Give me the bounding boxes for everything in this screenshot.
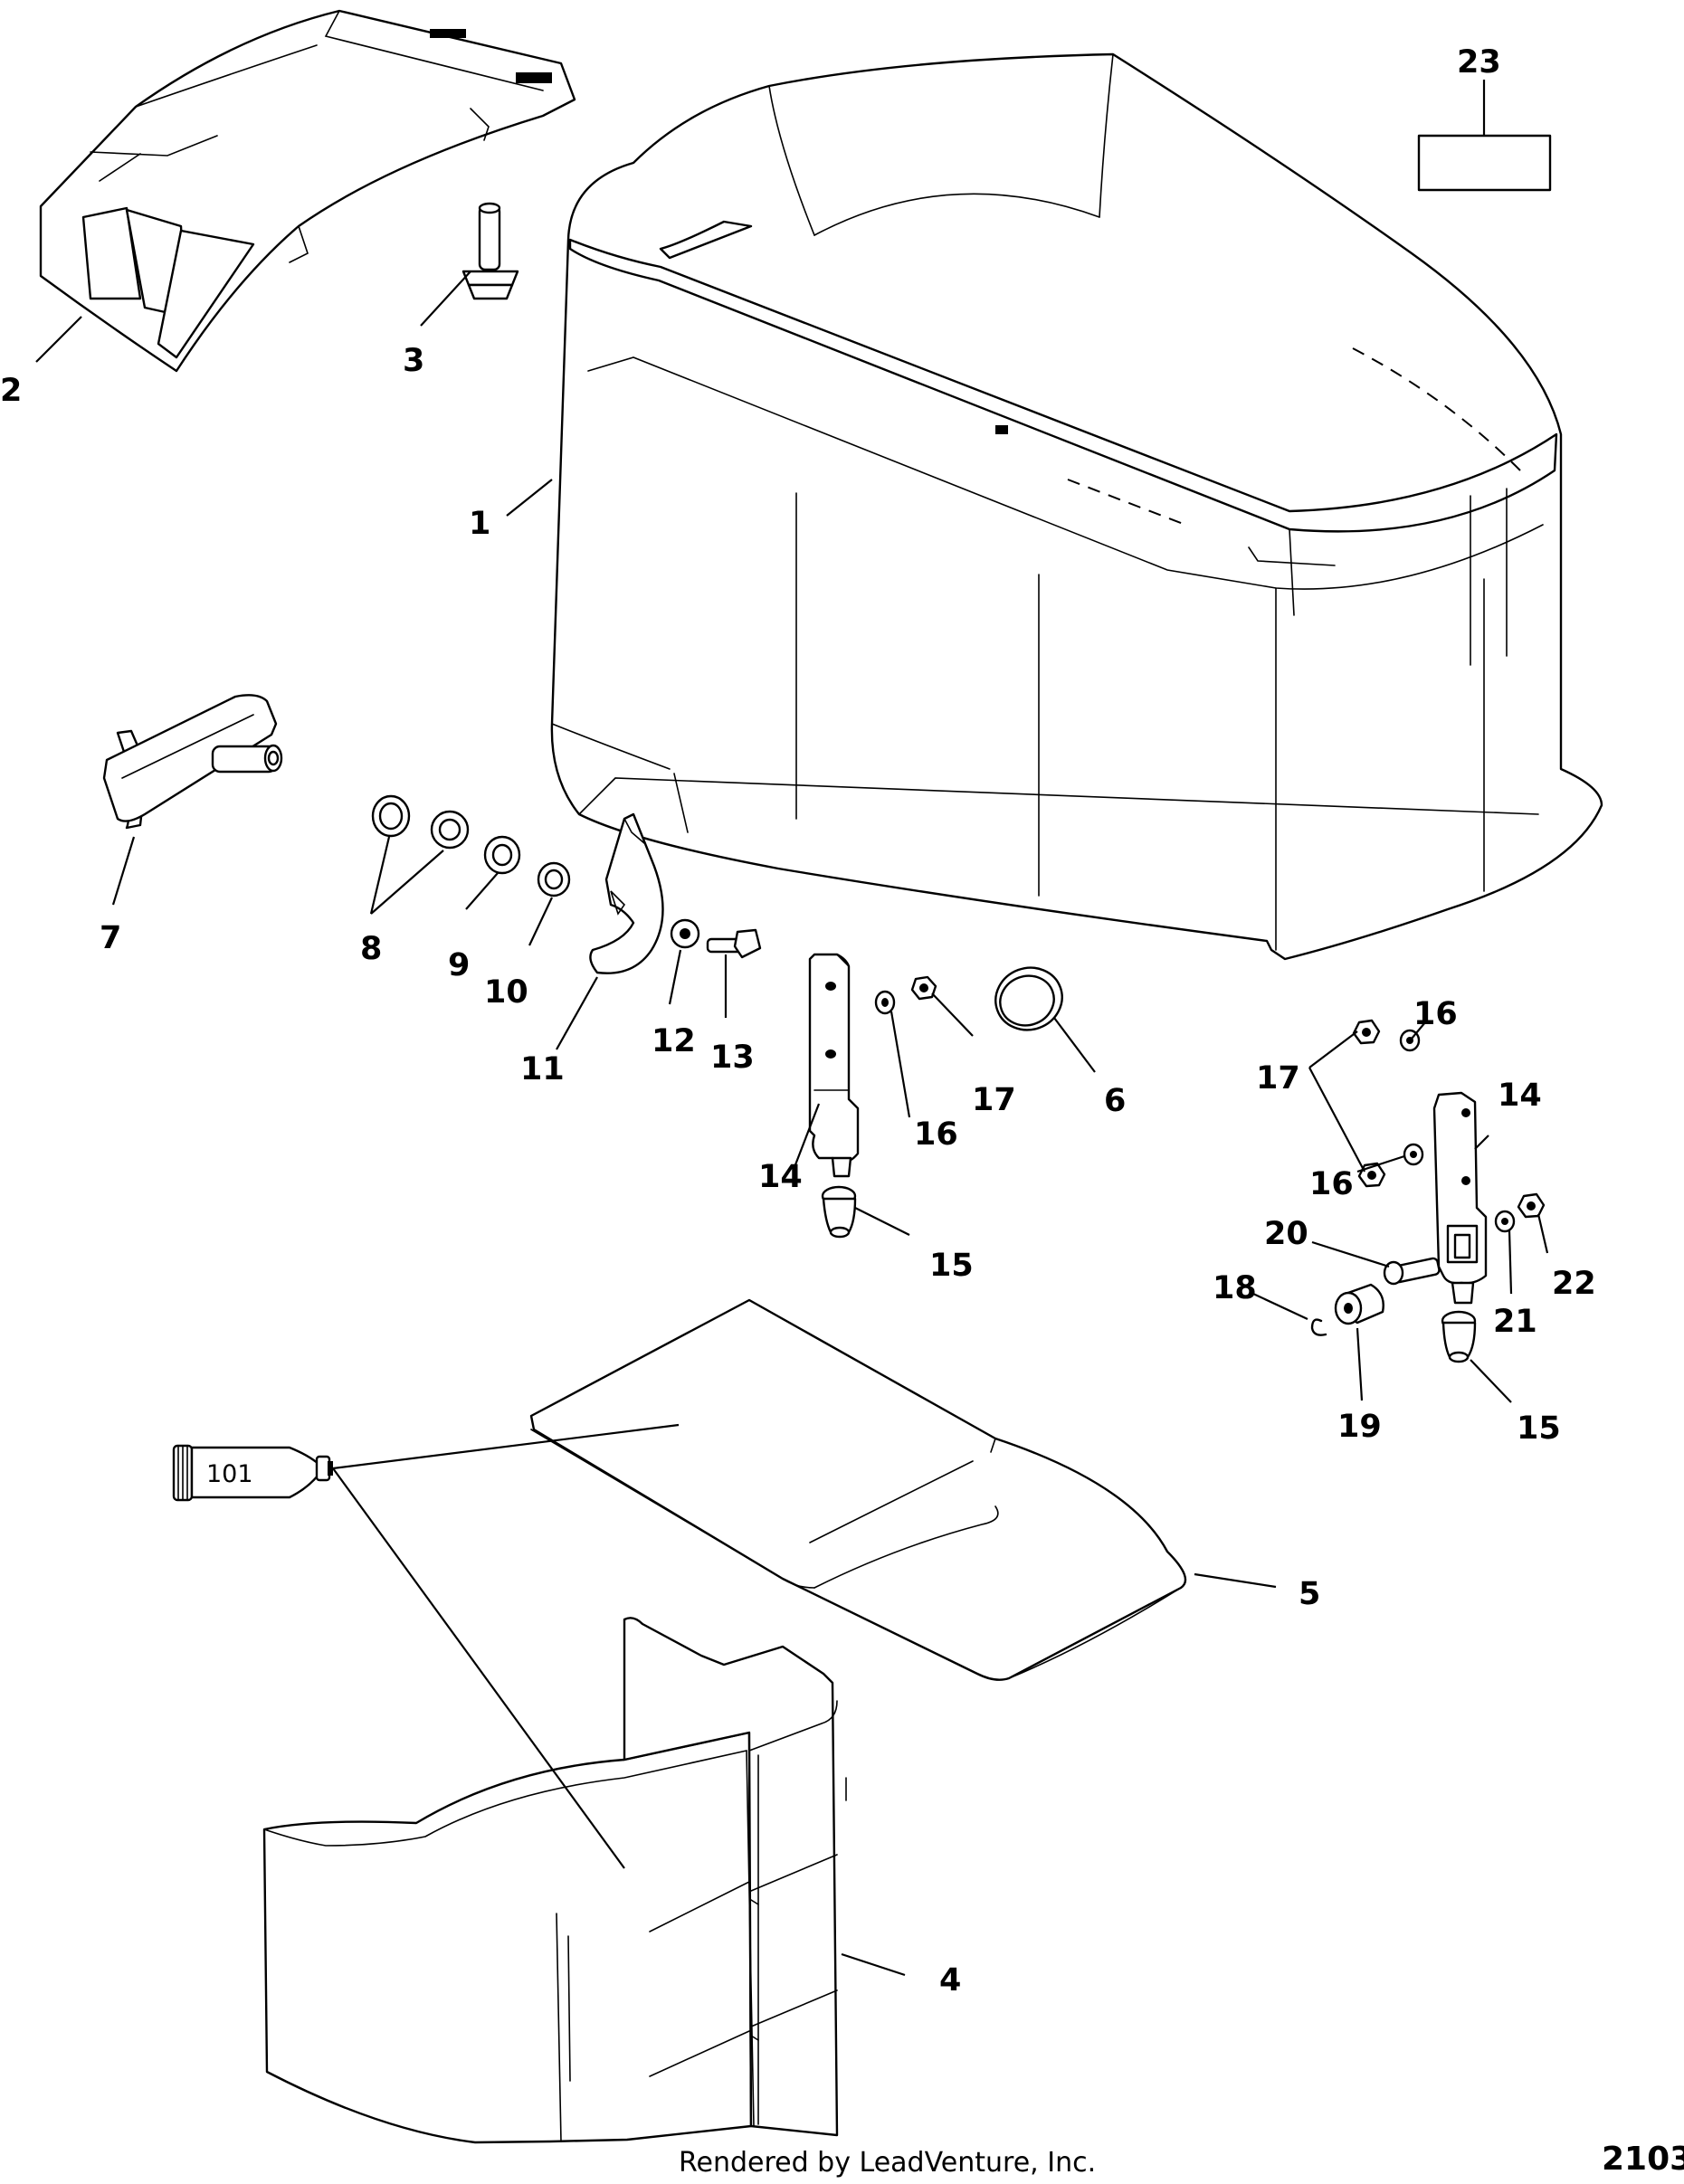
part-17-nut-middle	[910, 975, 937, 1001]
callout-2: 2	[0, 373, 22, 409]
part-8-bushing	[371, 794, 470, 850]
callout-13: 13	[710, 1040, 755, 1076]
tube-label-101: 101	[206, 1460, 253, 1488]
part-9-washer	[483, 835, 521, 875]
part-23-decal	[1417, 80, 1552, 192]
callout-labels: 1 2 3 4 5 6 7 8 9 10 11 12 13 14 15 16 1…	[0, 44, 1596, 1999]
part-18-clip	[1310, 1318, 1327, 1336]
part-5-acoustic-pad	[529, 1298, 1187, 1681]
callout-17-middle: 17	[972, 1082, 1016, 1118]
part-101-adhesive-tube	[172, 1444, 333, 1502]
part-10-washer	[537, 861, 571, 897]
part-16-washer-right-lower	[1403, 1143, 1424, 1166]
callout-20: 20	[1264, 1216, 1308, 1252]
callout-12: 12	[652, 1023, 696, 1059]
callout-1: 1	[469, 506, 490, 542]
part-14-hinge-bracket-right	[1432, 1091, 1488, 1305]
figure-number: 2103	[1602, 2141, 1684, 2178]
part-7-latch-handle	[102, 694, 283, 830]
part-22-nut	[1517, 1192, 1546, 1219]
callout-15-right: 15	[1517, 1410, 1561, 1447]
callout-4: 4	[939, 1962, 961, 1999]
part-2-rear-cover	[39, 9, 576, 373]
part-21-washer	[1494, 1210, 1516, 1233]
part-19-bushing	[1334, 1283, 1384, 1325]
callout-5: 5	[1299, 1576, 1320, 1612]
callout-19: 19	[1337, 1409, 1382, 1445]
leader-lines	[35, 271, 1549, 1977]
callout-3: 3	[403, 343, 424, 379]
callout-9: 9	[448, 947, 470, 983]
callout-6: 6	[1104, 1083, 1126, 1119]
part-1-top-cowl	[550, 52, 1603, 961]
part-13-bolt	[706, 928, 762, 959]
part-12-washer	[670, 918, 700, 949]
callout-14-left: 14	[758, 1159, 803, 1195]
part-16-washer-middle	[874, 990, 896, 1015]
part-6-seal	[994, 966, 1063, 1031]
part-11-latch-hook	[589, 812, 664, 974]
callout-11: 11	[520, 1051, 565, 1087]
part-3-bolt	[461, 202, 519, 300]
callout-23: 23	[1457, 44, 1501, 81]
callout-10: 10	[484, 974, 528, 1011]
callout-21: 21	[1493, 1304, 1537, 1340]
part-14-hinge-bracket-left	[808, 953, 860, 1178]
callout-8: 8	[360, 931, 382, 967]
rendered-by-credit: Rendered by LeadVenture, Inc.	[679, 2147, 1096, 2179]
callout-14-right: 14	[1498, 1078, 1542, 1114]
callout-17-right: 17	[1256, 1060, 1300, 1097]
callout-16-right-upper: 16	[1413, 996, 1458, 1032]
part-15-grommet-left	[821, 1185, 857, 1239]
callout-7: 7	[100, 920, 121, 956]
callout-16-right-lower: 16	[1309, 1166, 1354, 1202]
part-20-pivot-pin	[1383, 1257, 1441, 1286]
callout-22: 22	[1552, 1266, 1596, 1302]
callout-16-middle: 16	[914, 1116, 958, 1153]
part-4-acoustic-panel	[262, 1617, 847, 2144]
callout-15-left: 15	[929, 1248, 974, 1284]
callout-18: 18	[1213, 1270, 1257, 1306]
part-15-grommet-right	[1441, 1310, 1477, 1363]
